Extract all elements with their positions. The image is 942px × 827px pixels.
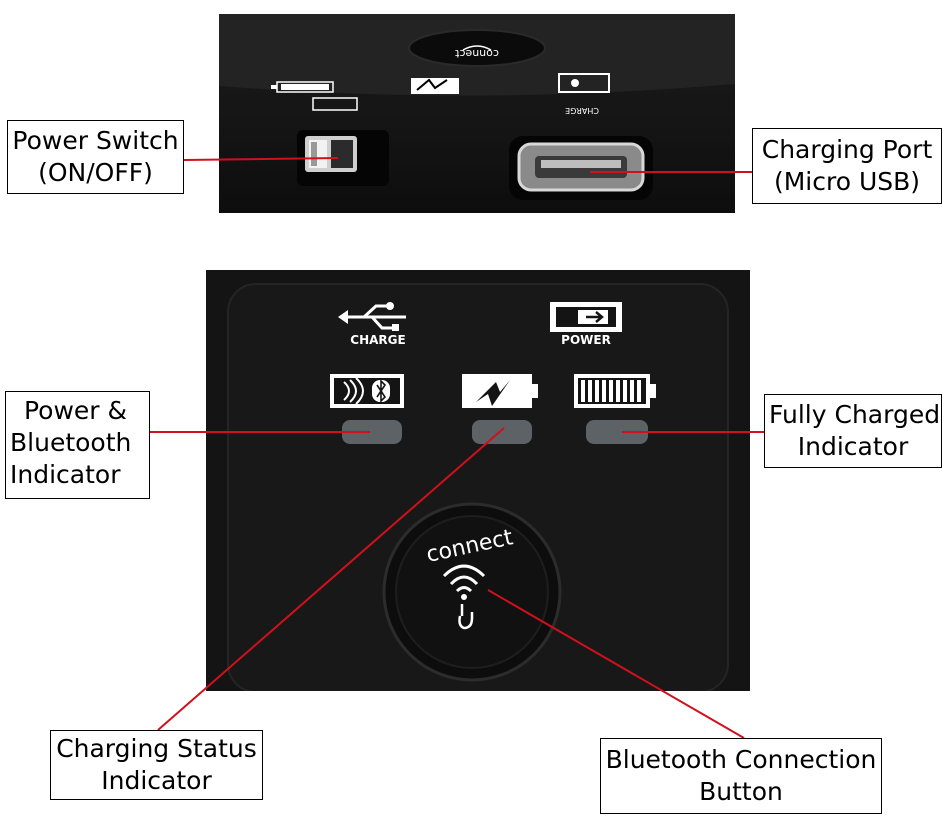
callout-charging-port-line2: (Micro USB) [757, 166, 937, 198]
callout-power-bt-line2: Bluetooth [10, 427, 145, 459]
callout-charging-status-line1: Charging Status [55, 733, 258, 765]
callout-fully-charged: Fully Charged Indicator [764, 394, 942, 468]
callout-fully-charged-line2: Indicator [769, 431, 937, 463]
callout-power-bt-line1: Power & [10, 395, 145, 427]
callout-power-bt-line3: Indicator [10, 459, 145, 491]
callout-power-bt: Power & Bluetooth Indicator [5, 391, 150, 499]
callout-power-switch-line2: (ON/OFF) [12, 157, 179, 189]
callout-charging-port: Charging Port (Micro USB) [752, 128, 942, 204]
callout-fully-charged-line1: Fully Charged [769, 399, 937, 431]
leader-bt-button [488, 590, 744, 738]
callout-bt-button-line1: Bluetooth Connection [605, 744, 877, 776]
callout-charging-status-line2: Indicator [55, 765, 258, 797]
callout-power-switch: Power Switch (ON/OFF) [7, 120, 184, 194]
leader-power-switch [184, 158, 338, 160]
leader-charging-status [158, 428, 504, 730]
callout-power-switch-line1: Power Switch [12, 125, 179, 157]
callout-bt-button: Bluetooth Connection Button [600, 738, 882, 814]
callout-bt-button-line2: Button [605, 776, 877, 808]
callout-charging-port-line1: Charging Port [757, 134, 937, 166]
callout-charging-status: Charging Status Indicator [50, 730, 263, 800]
